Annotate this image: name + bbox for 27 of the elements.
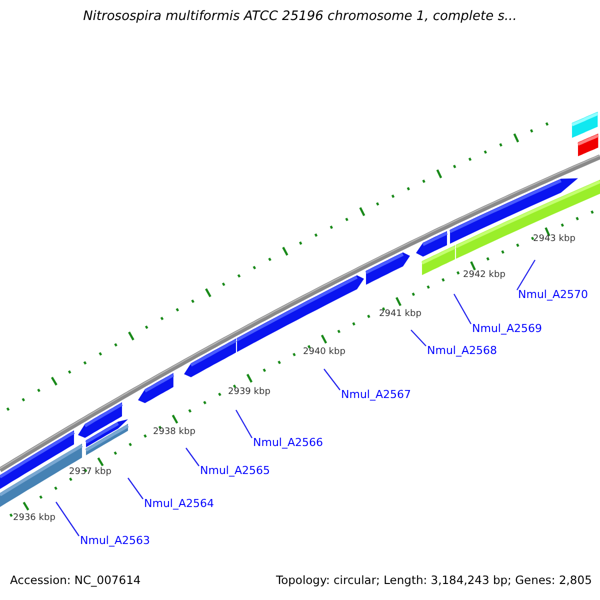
gene-label: Nmul_A2563	[80, 534, 150, 547]
info-text: Accession: NC_007614	[10, 573, 141, 588]
gene-label: Nmul_A2565	[200, 464, 270, 477]
scale-label: 2936 kbp	[13, 513, 56, 524]
leader-line	[516, 260, 536, 290]
info-text: Topology: circular; Length: 3,184,243 bp; Genes: 2,805	[276, 573, 592, 588]
leader-line	[186, 448, 200, 466]
gene-label: Nmul_A2569	[472, 322, 542, 335]
gene-label: Nmul_A2568	[427, 344, 497, 357]
leader-line	[128, 478, 144, 500]
gene-label: Nmul_A2570	[518, 288, 588, 301]
leader-line	[453, 294, 472, 324]
leader-line	[410, 330, 426, 346]
scale-label: 2938 kbp	[153, 427, 196, 438]
scale-label: 2943 kbp	[533, 234, 576, 245]
gene-label: Nmul_A2567	[341, 388, 411, 401]
gene-label: Nmul_A2564	[144, 497, 214, 510]
gene-label: Nmul_A2566	[253, 436, 323, 449]
scale-label: 2939 kbp	[228, 387, 270, 398]
scale-label: 2942 kbp	[463, 270, 506, 281]
chart-title: Nitrosospira multiformis ATCC 25196 chromosome 1, complete s...	[82, 9, 518, 25]
scale-label: 2937 kbp	[69, 467, 112, 478]
leader-line	[56, 502, 80, 536]
scale-label: 2941 kbp	[379, 309, 422, 320]
leader-line	[324, 368, 340, 390]
leader-line	[235, 410, 253, 438]
scale-label: 2940 kbp	[303, 347, 346, 358]
